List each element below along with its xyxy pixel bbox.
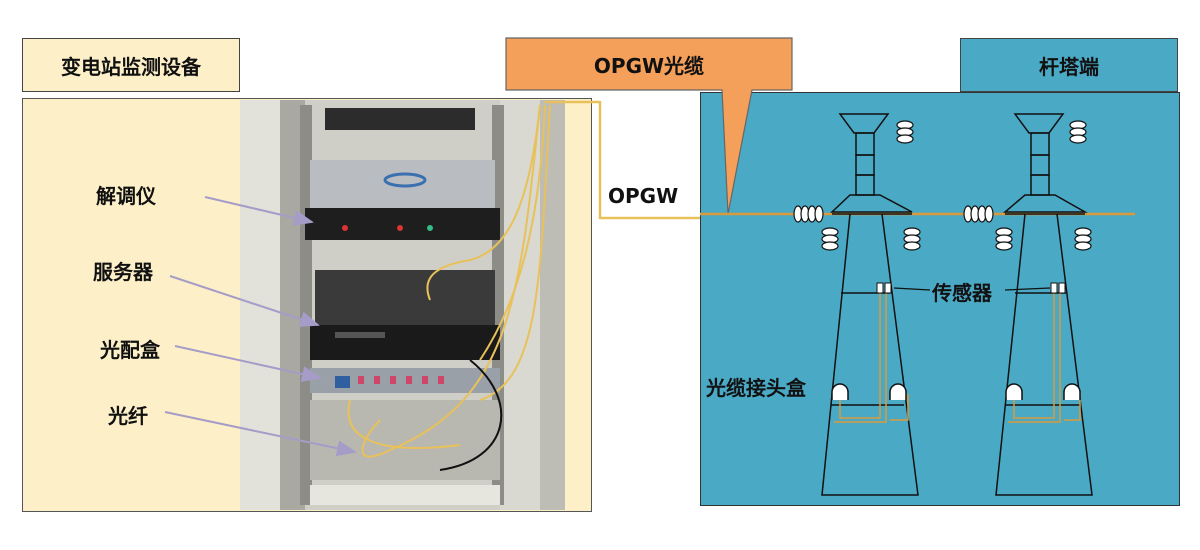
tower-1-joint-boxes: [831, 383, 907, 400]
insulators: [793, 120, 1092, 251]
substation-title-text: 变电站监测设备: [61, 54, 201, 79]
server-arrow: [169, 275, 320, 327]
opgw-cable: [545, 100, 700, 220]
tower-panel: [700, 92, 1180, 506]
tower-2: [995, 113, 1093, 496]
opgw-callout-shape: [505, 37, 793, 215]
fiber-label: 光纤: [108, 404, 148, 428]
opgw-callout-label: OPGW光缆: [593, 53, 705, 78]
odf-box-label: 光配盒: [100, 338, 160, 362]
substation-title: 变电站监测设备: [22, 38, 240, 92]
tower-1-fiber: [834, 290, 909, 423]
demodulator-arrow: [204, 196, 314, 226]
joint-box-label: 光缆接头盒: [706, 376, 806, 400]
odf-box-arrow: [174, 345, 322, 382]
tower-title-text: 杆塔端: [1039, 54, 1099, 79]
tower-2-sensors: [1050, 282, 1066, 294]
opgw-line-label: OPGW: [608, 184, 679, 208]
fiber-arrow: [164, 411, 357, 457]
server-label: 服务器: [93, 260, 153, 284]
demodulator-label: 解调仪: [96, 184, 156, 208]
sensor-label: 传感器: [932, 281, 992, 305]
sensor-connector-1: [893, 287, 931, 291]
tower-1: [821, 113, 919, 496]
tower-2-joint-boxes: [1005, 383, 1081, 400]
rack-illustration: [240, 100, 565, 510]
tower-title: 杆塔端: [960, 38, 1178, 92]
equipment-rack-photo: [240, 100, 565, 510]
tower-1-sensors: [876, 282, 892, 294]
sensor-connector-2: [1004, 287, 1051, 291]
